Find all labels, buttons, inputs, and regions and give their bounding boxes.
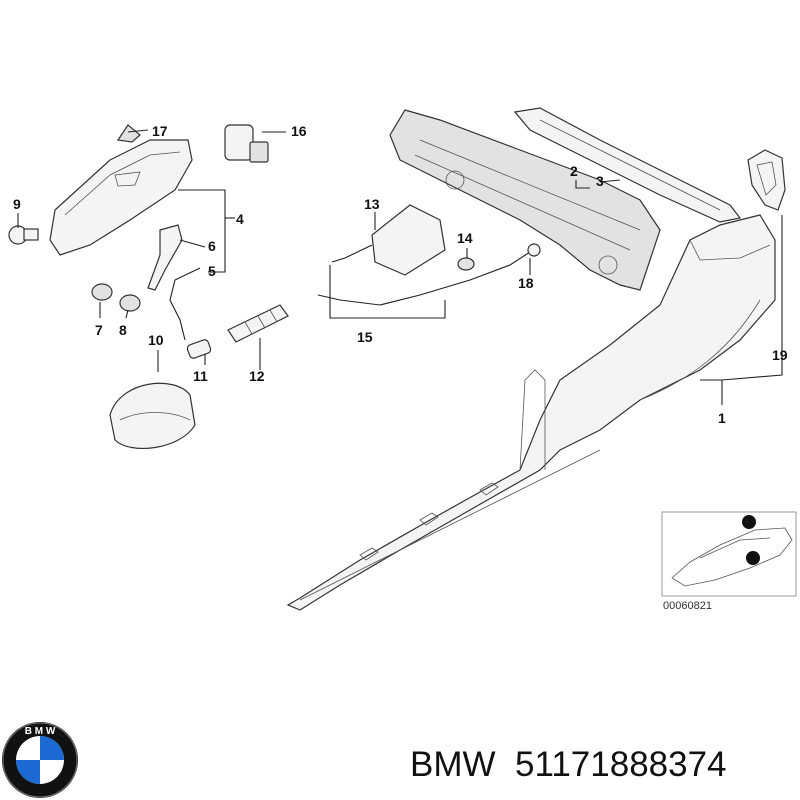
brand-name: BMW [410,745,496,784]
footer: BMW 51171888374 [410,745,727,784]
leader-lines [17,129,783,405]
callout-1: 1 [718,410,726,426]
diagram-reference-number: 00060821 [663,600,712,612]
rear-panel-part [389,109,661,291]
callout-2: 2 [570,163,578,179]
bulb-socket-part-16 [224,124,269,163]
locator-inset: 00060821 [661,511,797,612]
callout-4: 4 [236,211,244,227]
callout-19: 19 [772,347,788,363]
callout-10: 10 [148,332,164,348]
clip-part-17 [116,124,141,143]
callout-11: 11 [193,368,208,384]
actuator-part-13 [331,204,446,276]
housing-part-10 [109,382,196,450]
callout-7: 7 [95,322,103,338]
grommet-part-8 [119,294,141,312]
part-number: 51171888374 [515,745,727,784]
cable-part-15 [317,243,541,306]
callout-13: 13 [364,196,380,212]
bmw-logo: B M W [2,722,78,798]
bolt-part-14 [457,257,475,271]
callout-5: 5 [208,263,216,279]
callout-6: 6 [208,238,216,254]
svg-text:B M W: B M W [25,726,56,737]
spring-rod-part-5 [169,267,201,341]
pin-part-11 [186,339,212,359]
fuel-flap-part [49,139,193,256]
callout-18: 18 [518,275,534,291]
grommet-part-7 [91,283,113,301]
callout-16: 16 [291,123,307,139]
rod-part-12 [227,304,289,343]
lever-part-6 [147,224,183,291]
bracket-part [747,149,786,211]
screw-part-9 [8,225,39,245]
callout-15: 15 [357,329,373,345]
callout-12: 12 [249,368,265,384]
reinforcement-strip-part [513,107,742,223]
callout-8: 8 [119,322,127,338]
callout-17: 17 [152,123,168,139]
callout-9: 9 [13,196,21,212]
callout-labels: 1 2 3 4 5 6 7 8 9 10 11 12 13 14 15 16 1… [13,123,788,426]
callout-14: 14 [457,230,473,246]
side-panel-part [286,214,776,611]
callout-3: 3 [596,173,604,189]
